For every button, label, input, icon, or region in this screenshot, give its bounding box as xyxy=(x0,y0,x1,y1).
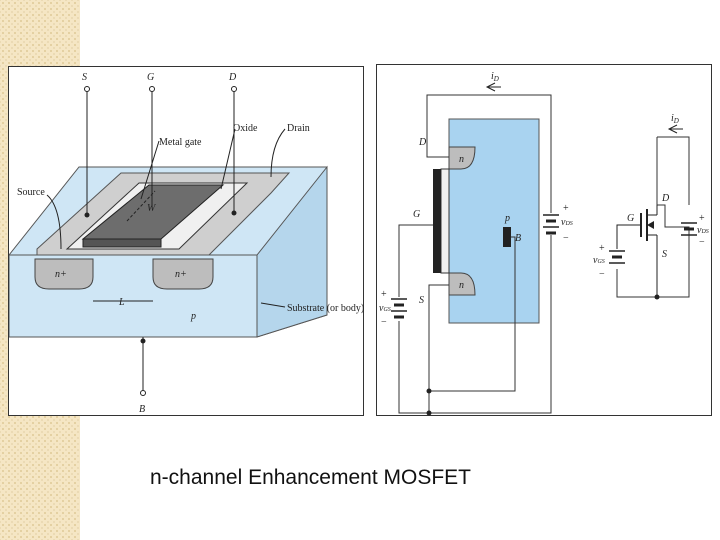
schematic-vds-plus-label: + xyxy=(699,213,705,224)
schematic-source-label: S xyxy=(662,249,667,260)
p-region-label: p xyxy=(190,311,196,322)
body-terminal xyxy=(140,390,146,396)
n-plus-right-label: n+ xyxy=(175,269,187,280)
mosfet-circuit-diagram: iD D G S B n n p + vDS − + vGS − iD D G … xyxy=(379,71,709,416)
gate-terminal-label: G xyxy=(413,209,420,220)
metal-gate-pointer xyxy=(140,140,160,200)
schematic-drain-label: D xyxy=(661,193,670,204)
terminal-s-label: S xyxy=(82,72,87,83)
schematic-loop-wire xyxy=(616,137,690,298)
schematic-drain-wire xyxy=(657,136,690,205)
n-region-bottom xyxy=(448,272,476,296)
mosfet-structure-panel: S G D B Metal gate Oxide Drain Source Su… xyxy=(8,66,364,416)
vds-return-wire xyxy=(429,235,552,414)
gate-oxide xyxy=(440,168,450,274)
drain-terminal-label: D xyxy=(418,137,427,148)
metal-gate-front xyxy=(82,238,162,248)
body-terminal-label: B xyxy=(515,233,521,244)
gate-terminal xyxy=(149,86,155,92)
n-plus-left-label: n+ xyxy=(55,269,67,280)
substrate-label: Substrate (or body) xyxy=(287,303,364,314)
width-label: W xyxy=(147,203,157,214)
vds-plus-label: + xyxy=(563,203,569,214)
schematic-body-arrow xyxy=(647,221,654,229)
gate-electrode xyxy=(433,169,441,273)
body-contact xyxy=(503,227,511,247)
terminal-b-label: B xyxy=(139,404,145,415)
source-terminal-label: S xyxy=(419,295,424,306)
substrate-pointer xyxy=(260,302,286,308)
n-region-top xyxy=(448,146,476,170)
source-contact-dot xyxy=(84,212,90,218)
schematic-gate-label: G xyxy=(627,213,634,224)
n-plus-region-drain xyxy=(152,258,214,290)
ground-junction xyxy=(426,410,432,416)
drain-wire xyxy=(426,94,552,213)
mosfet-structure-diagram: S G D B Metal gate Oxide Drain Source Su… xyxy=(9,72,364,415)
n-bottom-label: n xyxy=(459,280,464,291)
drain-pointer xyxy=(270,128,286,178)
source-body-junction xyxy=(426,388,432,394)
n-top-label: n xyxy=(459,154,464,165)
terminal-d-label: D xyxy=(228,72,237,83)
source-terminal xyxy=(84,86,90,92)
drain-label: Drain xyxy=(287,123,310,134)
schematic-vgs-label: vGS xyxy=(593,255,605,266)
drain-contact-dot xyxy=(231,210,237,216)
id-label: iD xyxy=(491,71,499,83)
schematic-vgs-plus-label: + xyxy=(599,243,605,254)
vgs-minus-label: − xyxy=(381,317,387,328)
mosfet-circuit-panel: iD D G S B n n p + vDS − + vGS − iD D G … xyxy=(376,64,712,416)
slide-caption: n-channel Enhancement MOSFET xyxy=(150,466,471,489)
source-wire xyxy=(428,284,449,413)
body-wire xyxy=(429,236,516,392)
schematic-vds-label: vDS xyxy=(697,225,709,236)
vds-minus-label: − xyxy=(563,233,569,244)
source-label: Source xyxy=(17,187,45,198)
oxide-pointer xyxy=(220,128,236,190)
metal-gate-label: Metal gate xyxy=(159,137,202,148)
p-region-label: p xyxy=(504,213,510,224)
n-plus-region-source xyxy=(34,258,94,290)
vds-label: vDS xyxy=(561,217,573,228)
body-contact-dot xyxy=(140,338,146,344)
drain-terminal xyxy=(231,86,237,92)
terminal-g-label: G xyxy=(147,72,154,83)
schematic-gate-wire xyxy=(616,224,629,249)
width-dimension-line xyxy=(126,190,156,222)
vgs-label: vGS xyxy=(379,303,391,314)
schematic-ground-node xyxy=(654,294,660,300)
gate-wire xyxy=(398,224,433,297)
schematic-id-label: iD xyxy=(671,113,679,125)
vgs-return-wire xyxy=(398,321,429,414)
vgs-plus-label: + xyxy=(381,289,387,300)
schematic-vgs-minus-label: − xyxy=(599,269,605,280)
schematic-vds-minus-label: − xyxy=(699,237,705,248)
source-pointer xyxy=(46,194,62,250)
length-label: L xyxy=(118,297,125,308)
oxide-label: Oxide xyxy=(233,123,258,134)
